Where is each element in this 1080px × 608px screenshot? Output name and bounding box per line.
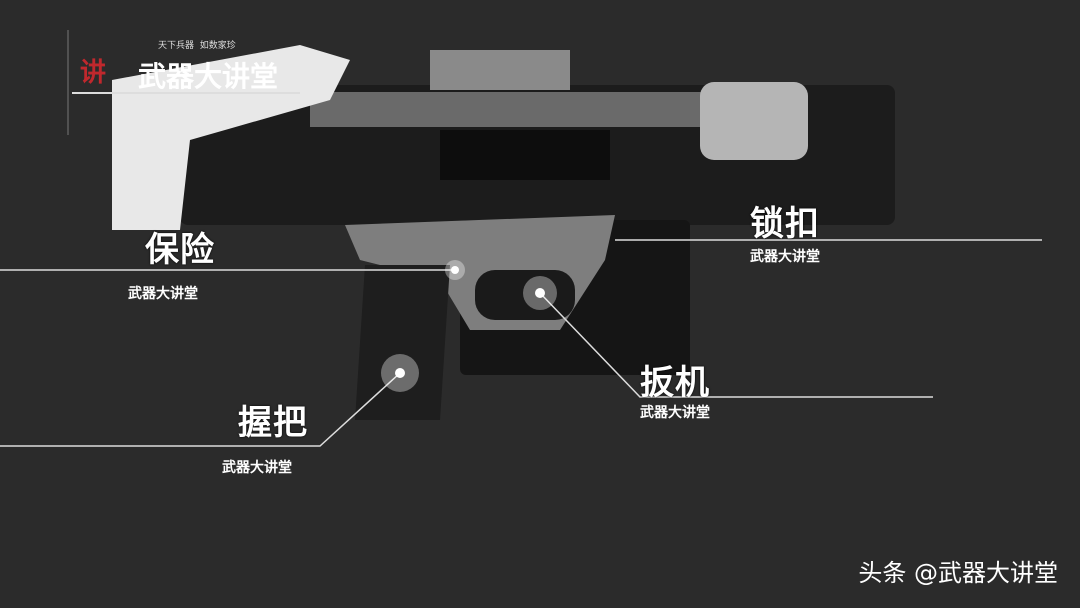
sub-latch: 武器大讲堂 — [750, 249, 820, 265]
callout-dot-grip — [381, 354, 419, 392]
callout-line-trigger — [539, 292, 933, 398]
callout-dot-safety — [445, 260, 465, 280]
label-trigger: 扳机 — [640, 363, 710, 403]
sub-grip: 武器大讲堂 — [222, 460, 292, 476]
callout-dot-trigger — [523, 276, 557, 310]
label-safety: 保险 — [145, 230, 215, 270]
callout-line-grip — [0, 372, 401, 447]
gloved-hand — [112, 45, 350, 230]
logo-slogan: 天下兵器 如数家珍 — [158, 41, 236, 51]
receiver-top — [310, 92, 710, 127]
ejection-port — [440, 130, 610, 180]
grip — [355, 265, 450, 420]
label-latch: 锁扣 — [750, 204, 820, 244]
front-cylinder — [700, 82, 808, 160]
sub-trigger: 武器大讲堂 — [640, 405, 710, 421]
trigger-opening — [475, 270, 575, 320]
logo-emblem: 讲 — [80, 58, 107, 88]
sub-safety: 武器大讲堂 — [128, 286, 198, 302]
rear-sight — [430, 50, 570, 90]
logo-name: 武器大讲堂 — [138, 60, 279, 93]
watermark: 头条 @武器大讲堂 — [858, 559, 1058, 587]
label-grip: 握把 — [238, 403, 308, 443]
